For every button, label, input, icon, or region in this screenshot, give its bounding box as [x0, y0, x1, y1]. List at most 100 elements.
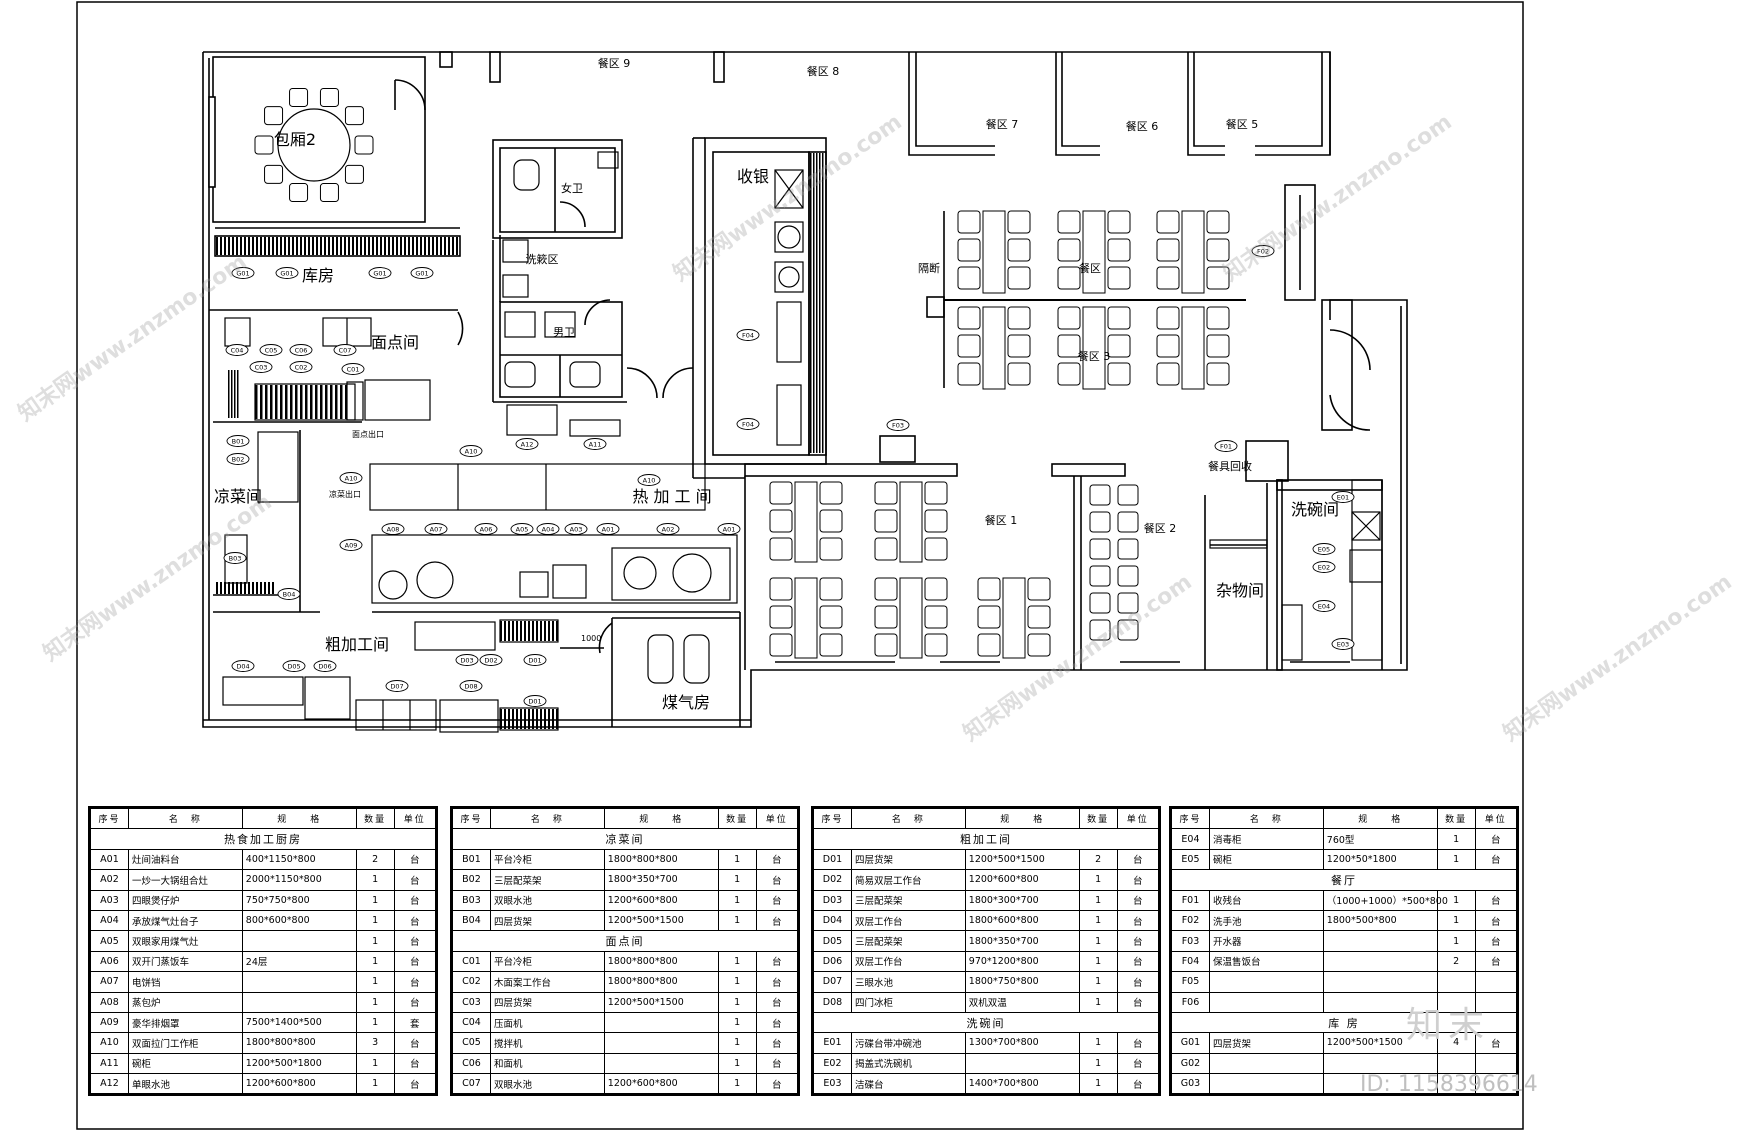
table-cell: 1 [1078, 909, 1118, 932]
shelf-slat [316, 237, 318, 255]
shelf-slat [340, 237, 342, 255]
table-cell: 2000*1150*800 [241, 869, 357, 891]
equipment-tag: C02 [289, 361, 313, 373]
table-cell: 1300*700*800 [964, 1032, 1080, 1054]
room-label-tableware-return: 餐具回收 [1208, 459, 1252, 473]
table-cell: C01 [452, 950, 491, 973]
table-cell: A04 [90, 909, 129, 932]
table-cell: 1 [1078, 889, 1118, 911]
table-cell: 800*600*800 [241, 909, 357, 932]
equipment-tag: F03 [886, 419, 910, 431]
chair [1057, 210, 1081, 234]
shelf-slat [452, 237, 454, 255]
shelf-slat [264, 237, 266, 255]
chair [1156, 334, 1180, 358]
equipment-tag-label: D03 [460, 656, 473, 664]
note-label: 凉菜出口 [329, 489, 361, 499]
chair [874, 537, 898, 561]
table-cell: F04 [1171, 950, 1210, 973]
table-cell: 1200*500*1800 [241, 1052, 357, 1075]
chair [1089, 511, 1111, 533]
chair [1027, 577, 1051, 601]
equipment-tag-label: E02 [1318, 563, 1330, 571]
table-cell: 1 [355, 1073, 395, 1095]
chair [1107, 266, 1131, 290]
table-cell: 1 [355, 1011, 395, 1034]
equipment-tag: C06 [289, 344, 313, 356]
table-cell: 1 [717, 950, 757, 973]
dining-table [982, 306, 1006, 390]
room-label-private-room-2: 包厢2 [274, 130, 316, 149]
table-cell [1436, 1052, 1476, 1075]
table-cell: 一炒一大锅组合灶 [127, 869, 243, 891]
room-label-pastry: 面点间 [371, 333, 419, 352]
shelf-slat [248, 582, 250, 594]
shelf-slat [504, 709, 506, 729]
chair [1027, 633, 1051, 657]
shelf-slat [228, 582, 230, 594]
table-cell: 1800*500*800 [1322, 909, 1438, 932]
table-header-row: 序号名 称规 格数量单位 [1171, 807, 1518, 830]
chair [819, 605, 843, 629]
shelf-slat [300, 385, 303, 419]
table-cell: F01 [1171, 889, 1210, 911]
chair [957, 210, 981, 234]
chair [924, 537, 948, 561]
equipment-tag-label: A11 [589, 440, 602, 448]
table-cell: 台 [755, 1052, 799, 1075]
chair [819, 481, 843, 505]
table-cell: B04 [452, 909, 491, 932]
table-cell: 1 [355, 889, 395, 911]
shelf-slat [216, 582, 218, 594]
chair [1107, 210, 1131, 234]
shelf-slat [315, 385, 318, 419]
table-cell: 台 [1116, 971, 1160, 993]
table-cell: 台 [755, 1032, 799, 1054]
shelf-slat [320, 237, 322, 255]
table-cell: 台 [393, 869, 437, 891]
brand-logo: 知末 [1406, 1005, 1491, 1046]
table-cell [1322, 950, 1438, 973]
equipment-tag: D03 [455, 654, 479, 666]
chair [319, 87, 339, 107]
table-cell: A06 [90, 950, 129, 973]
table-cell: 1200*50*1800 [1322, 848, 1438, 871]
shelf-slat [388, 237, 390, 255]
shelf-slat [280, 237, 282, 255]
equipment-tag-label: C07 [339, 346, 352, 354]
shelf-slat [260, 385, 263, 419]
table-cell [964, 1052, 1080, 1075]
shelf-slat [412, 237, 414, 255]
equipment-tag-label: F04 [742, 420, 754, 428]
table-cell: 三层配菜架 [489, 869, 605, 891]
chair [1057, 362, 1081, 386]
table-row: G02 [1171, 1052, 1518, 1075]
chair [1089, 592, 1111, 614]
chair [1089, 565, 1111, 587]
chair [819, 577, 843, 601]
shelf-slat [270, 385, 273, 419]
shelf-slat [392, 237, 394, 255]
chair [1007, 238, 1031, 262]
shelf-slat [272, 582, 274, 594]
chair [769, 577, 793, 601]
room-label-storeroom: 杂物间 [1216, 581, 1264, 600]
chair [1156, 306, 1180, 330]
table-cell: 台 [1474, 828, 1518, 850]
equipment-tag-label: C05 [265, 346, 278, 354]
table-cell: A03 [90, 889, 129, 911]
equipment-tag-label: A08 [387, 525, 400, 533]
equipment-tag: C01 [341, 363, 365, 375]
equipment-tag-label: C04 [231, 346, 244, 354]
equipment-tag-label: D06 [318, 662, 331, 670]
chair [1007, 210, 1031, 234]
